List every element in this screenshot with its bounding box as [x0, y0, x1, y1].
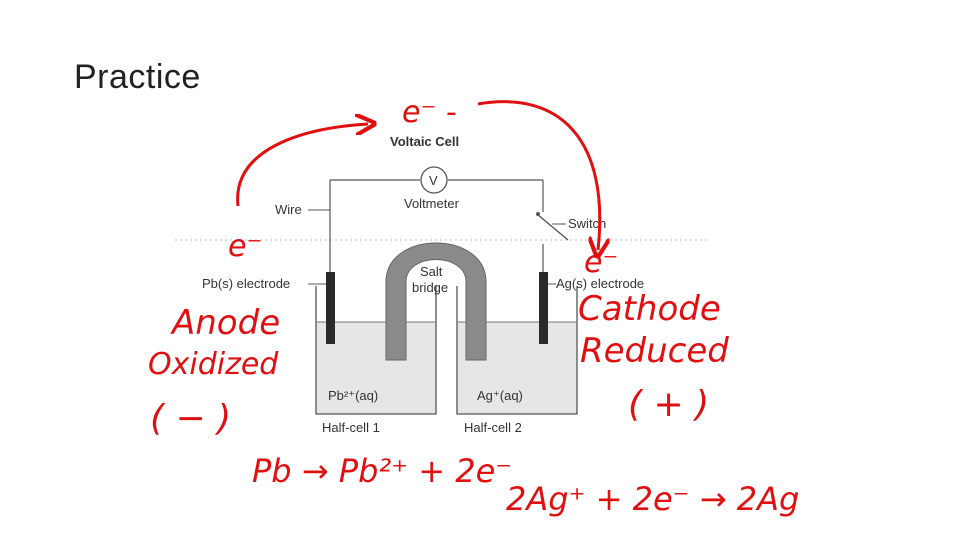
- switch-label: Switch: [568, 216, 606, 231]
- half-cell-1-label: Half-cell 1: [322, 420, 380, 435]
- salt-bridge-label-2: bridge: [412, 280, 448, 295]
- electron-left-label: e⁻: [228, 229, 262, 264]
- electron-right-label: e⁻: [584, 245, 618, 280]
- voltmeter-symbol: V: [429, 173, 438, 188]
- electron-flow-arrow-right: [477, 100, 600, 250]
- right-solution-label: Ag⁺(aq): [477, 388, 523, 403]
- anode-label: Anode: [170, 303, 280, 343]
- voltmeter-icon: [420, 166, 448, 194]
- right-beaker: [456, 286, 578, 415]
- half-cell-2-label: Half-cell 2: [464, 420, 522, 435]
- electron-flow-arrow-left: [236, 124, 368, 207]
- ag-electrode: [539, 272, 548, 344]
- salt-bridge: [385, 242, 487, 361]
- diagram-heading: Voltaic Cell: [390, 134, 459, 149]
- anode-half-reaction: Pb → Pb²⁺ + 2e⁻: [252, 452, 512, 490]
- voltmeter-label: Voltmeter: [404, 196, 460, 211]
- ag-electrode-label: Ag(s) electrode: [556, 276, 644, 291]
- pb-electrode: [326, 272, 335, 344]
- reduced-label: Reduced: [580, 331, 729, 371]
- left-solution: [316, 322, 436, 414]
- left-solution-label: Pb²⁺(aq): [328, 388, 378, 403]
- cathode-half-reaction: 2Ag⁺ + 2e⁻ → 2Ag: [506, 480, 799, 518]
- oxidized-label: Oxidized: [148, 347, 279, 382]
- anode-sign-label: ( − ): [150, 398, 231, 439]
- salt-bridge-label-1: Salt: [420, 264, 443, 279]
- cathode-label: Cathode: [578, 289, 721, 329]
- switch-arm: [536, 213, 569, 241]
- electron-top-label: e⁻ -: [402, 95, 457, 130]
- left-beaker: [315, 286, 437, 415]
- wire-label: Wire: [275, 202, 302, 217]
- pb-electrode-label: Pb(s) electrode: [202, 276, 290, 291]
- cathode-sign-label: ( + ): [628, 384, 709, 425]
- slide-title: Practice: [74, 58, 201, 96]
- switch-pivot: [536, 212, 540, 216]
